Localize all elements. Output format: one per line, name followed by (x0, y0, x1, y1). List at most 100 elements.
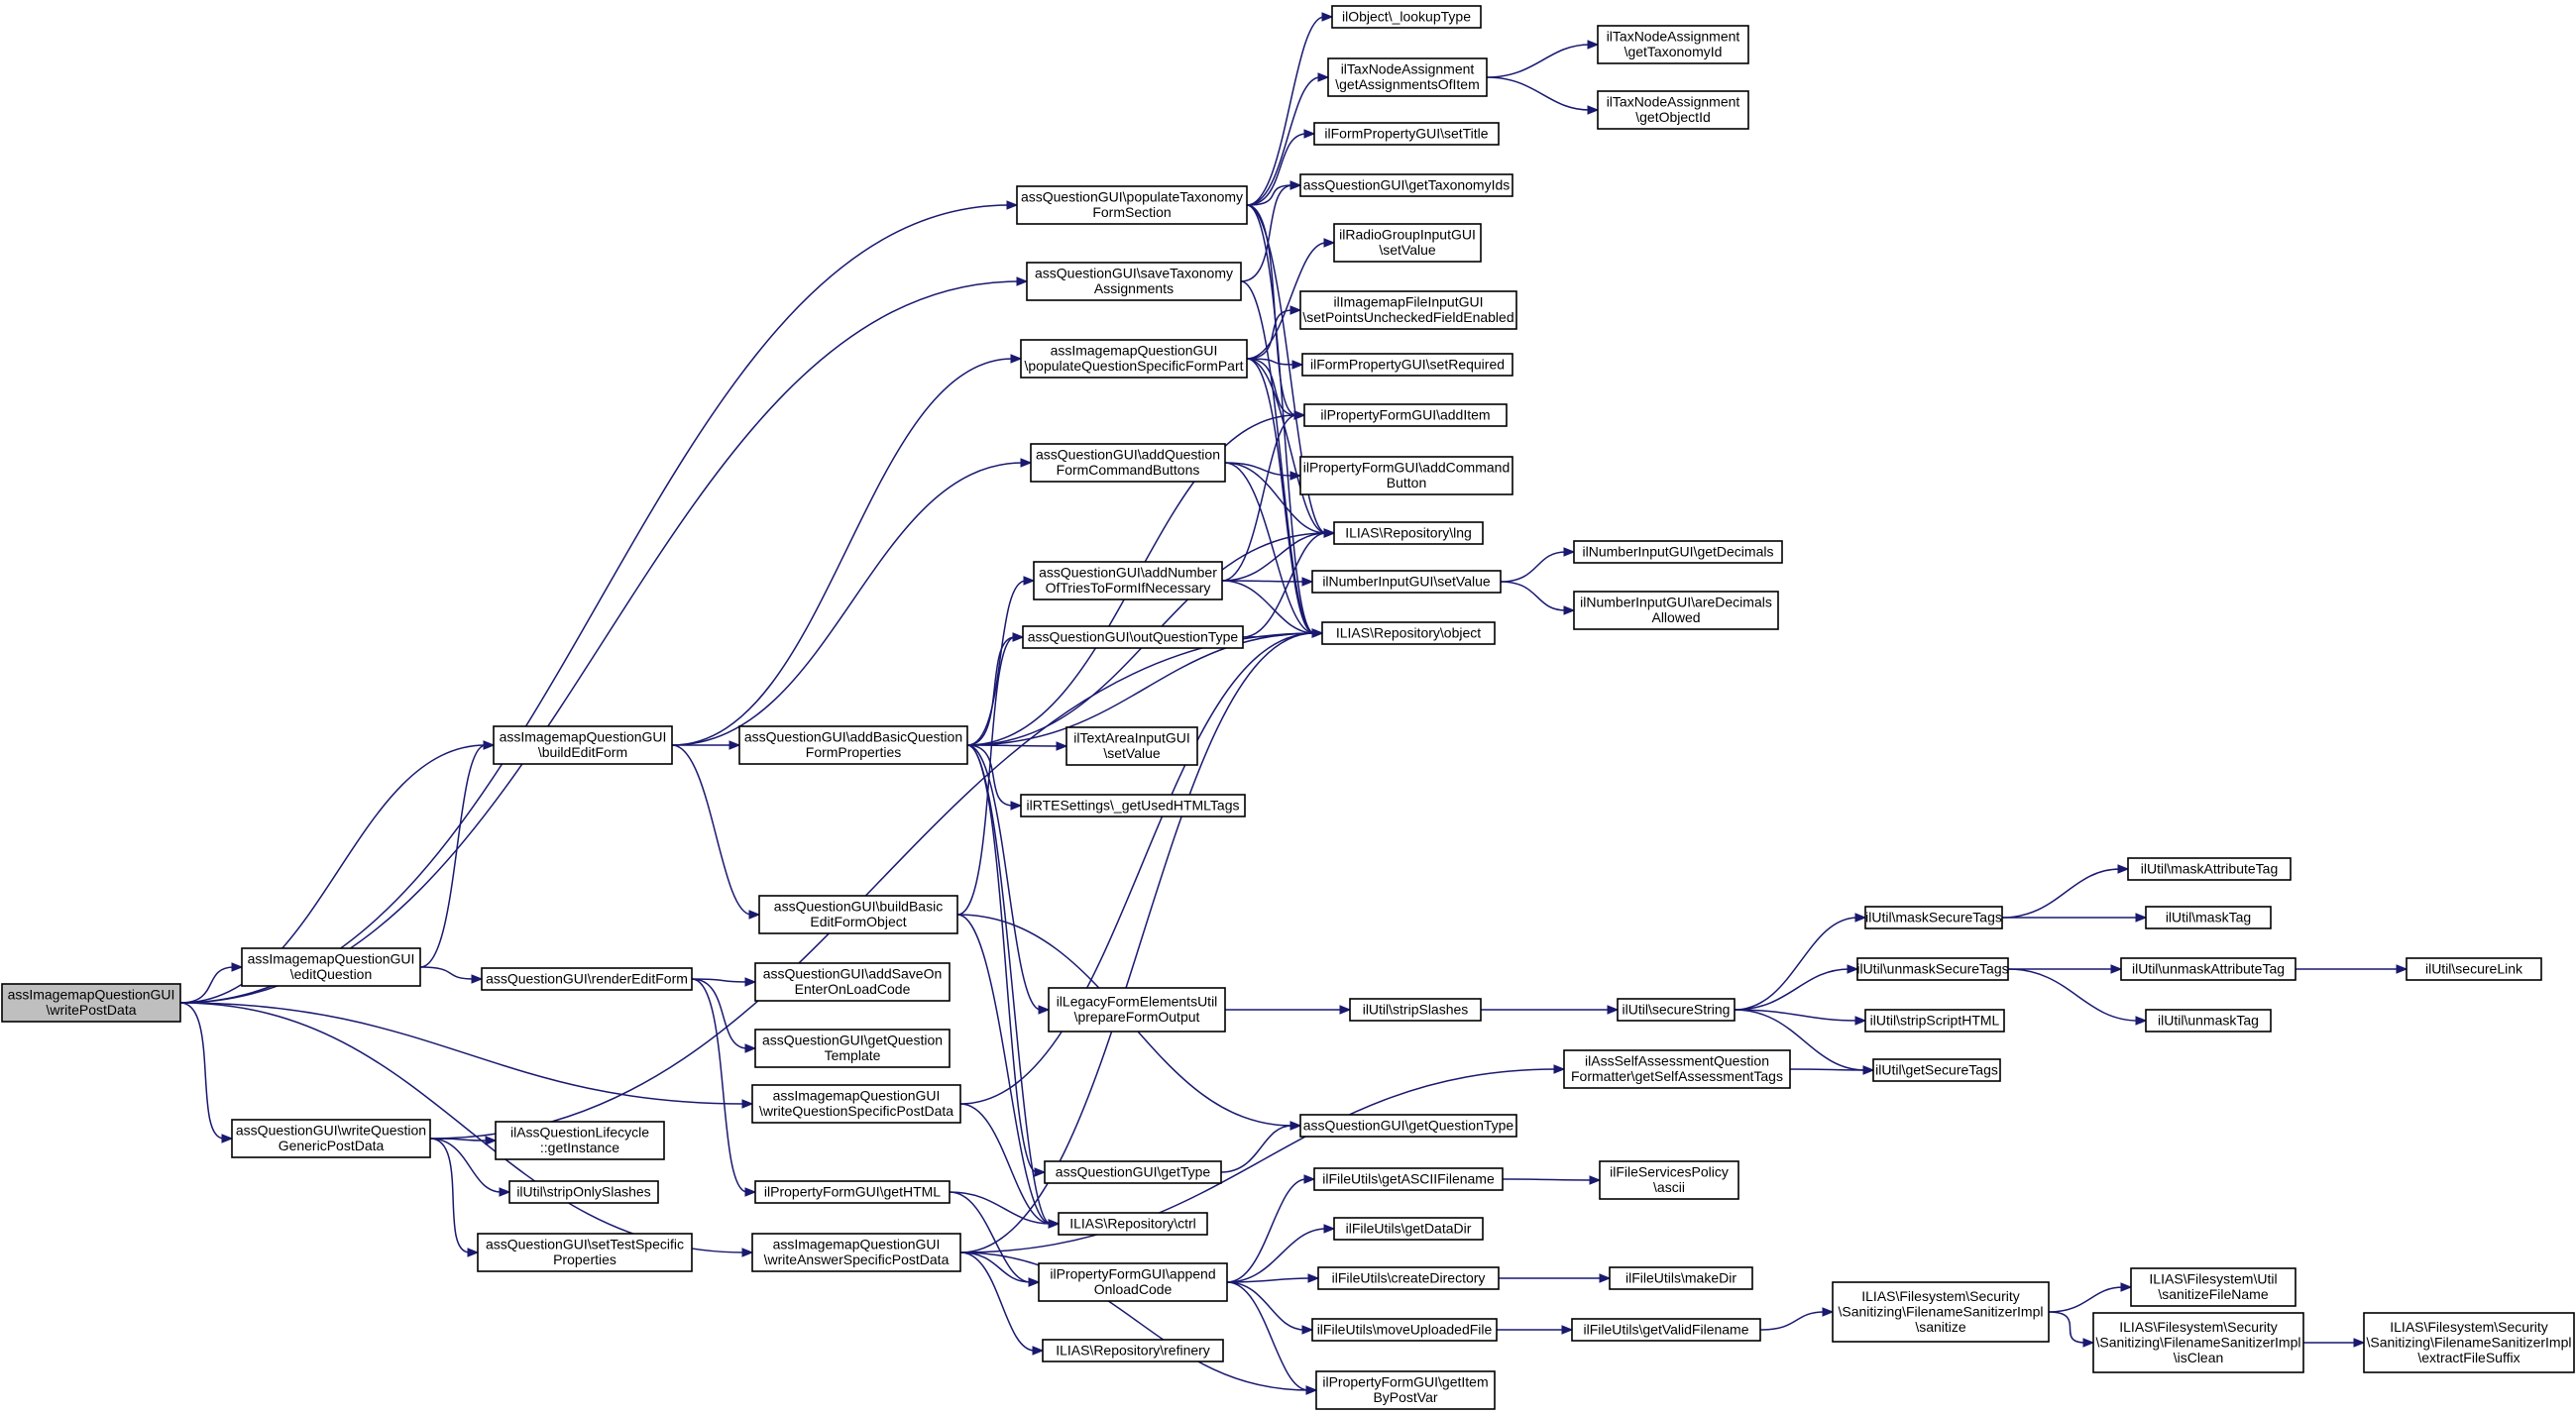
graph-node-editQuestion[interactable]: assImagemapQuestionGUI\editQuestion (241, 947, 421, 987)
node-label: assQuestionGUI\getQuestionType (1303, 1117, 1514, 1133)
graph-node-taxNodeAssign[interactable]: ilTaxNodeAssignment\getAssignmentsOfItem (1327, 57, 1488, 97)
node-box (1331, 5, 1482, 29)
graph-node-secureString[interactable]: ilUtil\secureString (1617, 998, 1736, 1022)
graph-node-writeQGeneric[interactable]: assQuestionGUI\writeQuestionGenericPostD… (231, 1119, 431, 1158)
graph-node-sanitizeFileName[interactable]: ILIAS\Filesystem\Util\sanitizeFileName (2130, 1267, 2296, 1307)
node-box (1333, 521, 1484, 545)
graph-node-maskTag[interactable]: ilUtil\maskTag (2145, 906, 2272, 929)
graph-node-getASCIIFilename[interactable]: ilFileUtils\getASCIIFilename (1313, 1167, 1504, 1191)
graph-node-getTaxonomyId[interactable]: ilTaxNodeAssignment\getTaxonomyId (1597, 25, 1749, 64)
node-label: ilFileUtils\makeDir (1625, 1269, 1736, 1285)
graph-node-textAreaSetValue[interactable]: ilTextAreaInputGUI\setValue (1065, 726, 1198, 766)
graph-node-getDecimals[interactable]: ilNumberInputGUI\getDecimals (1573, 540, 1783, 564)
graph-node-writeQSpecific[interactable]: assImagemapQuestionGUI\writeQuestionSpec… (751, 1084, 961, 1124)
graph-node-extractFileSuffix[interactable]: ILIAS\Filesystem\Security\Sanitizing\Fil… (2363, 1312, 2575, 1373)
graph-node-getQuestionType[interactable]: assQuestionGUI\getQuestionType (1299, 1114, 1517, 1138)
graph-node-lng[interactable]: ILIAS\Repository\lng (1333, 521, 1484, 545)
graph-node-populateTaxonomy[interactable]: assQuestionGUI\populateTaxonomyFormSecti… (1016, 185, 1248, 225)
node-box (1020, 339, 1248, 379)
call-edge (419, 740, 496, 968)
graph-node-addBasicProps[interactable]: assQuestionGUI\addBasicQuestionFormPrope… (738, 725, 968, 765)
node-label: \extractFileSuffix (2417, 1350, 2520, 1365)
graph-node-populateQSpecific[interactable]: assImagemapQuestionGUI\populateQuestionS… (1020, 339, 1248, 379)
graph-node-renderEditForm[interactable]: assQuestionGUI\renderEditForm (481, 967, 693, 991)
graph-node-outQuestionType[interactable]: assQuestionGUI\outQuestionType (1022, 625, 1244, 649)
graph-node-getSecureTags[interactable]: ilUtil\getSecureTags (1872, 1058, 2001, 1082)
graph-node-maskSecureTags[interactable]: ilUtil\maskSecureTags (1864, 906, 2003, 929)
graph-node-usedHTMLTags[interactable]: ilRTESettings\_getUsedHTMLTags (1020, 794, 1246, 817)
graph-node-unmaskTag[interactable]: ilUtil\unmaskTag (2145, 1009, 2272, 1033)
graph-node-radioSetValue[interactable]: ilRadioGroupInputGUI\setValue (1333, 223, 1482, 263)
graph-node-setTitle[interactable]: ilFormPropertyGUI\setTitle (1313, 122, 1500, 146)
graph-node-unmaskSecureTags[interactable]: ilUtil\unmaskSecureTags (1856, 957, 2009, 981)
graph-node-refinery[interactable]: ILIAS\Repository\refinery (1042, 1339, 1224, 1362)
node-label: \getAssignmentsOfItem (1335, 76, 1480, 92)
node-label: assQuestionGUI\outQuestionType (1028, 628, 1239, 644)
graph-node-getObjectId[interactable]: ilTaxNodeAssignment\getObjectId (1597, 90, 1749, 130)
call-edge (1486, 40, 1600, 78)
graph-node-getDataDir[interactable]: ilFileUtils\getDataDir (1333, 1217, 1484, 1241)
node-box (1872, 1058, 2001, 1082)
node-label: assImagemapQuestionGUI (248, 951, 415, 967)
graph-node-ascii[interactable]: ilFileServicesPolicy\ascii (1599, 1160, 1739, 1200)
graph-node-stripOnlySlashes[interactable]: ilUtil\stripOnlySlashes (508, 1180, 659, 1204)
node-box (754, 962, 951, 1002)
node-box (1571, 1318, 1761, 1342)
graph-node-lookupType[interactable]: ilObject\_lookupType (1331, 5, 1482, 29)
graph-node-maskAttributeTag[interactable]: ilUtil\maskAttributeTag (2127, 857, 2292, 881)
graph-node-getHTML[interactable]: ilPropertyFormGUI\getHTML (754, 1180, 951, 1204)
node-box (1026, 262, 1242, 301)
graph-node-imagemapFileInput[interactable]: ilImagemapFileInputGUI\setPointsUnchecke… (1299, 290, 1517, 330)
node-label: \sanitize (1915, 1319, 1966, 1335)
graph-node-setRequired[interactable]: ilFormPropertyGUI\setRequired (1301, 353, 1513, 377)
graph-node-getTaxonomyIds[interactable]: assQuestionGUI\getTaxonomyIds (1299, 173, 1513, 197)
graph-node-addCmdButtons[interactable]: assQuestionGUI\addQuestionFormCommandBut… (1030, 443, 1226, 483)
graph-node-makeDir[interactable]: ilFileUtils\makeDir (1609, 1266, 1753, 1290)
graph-node-moveUploaded[interactable]: ilFileUtils\moveUploadedFile (1311, 1318, 1498, 1342)
graph-node-legacyForm[interactable]: ilLegacyFormElementsUtil\prepareFormOutp… (1048, 987, 1226, 1033)
node-box (1020, 794, 1246, 817)
graph-node-addItem[interactable]: ilPropertyFormGUI\addItem (1303, 403, 1508, 427)
graph-node-selfAssessFormatter[interactable]: ilAssSelfAssessmentQuestionFormatter\get… (1563, 1049, 1791, 1089)
graph-node-root[interactable]: assImagemapQuestionGUI\writePostData (1, 983, 181, 1023)
graph-node-numSetValue[interactable]: ilNumberInputGUI\setValue (1311, 570, 1502, 594)
graph-node-object[interactable]: ILIAS\Repository\object (1321, 621, 1496, 645)
call-edge (1240, 180, 1302, 282)
graph-node-addNumberTries[interactable]: assQuestionGUI\addNumberOfTriesToFormIfN… (1033, 561, 1223, 600)
graph-node-unmaskAttributeTag[interactable]: ilUtil\unmaskAttributeTag (2120, 957, 2296, 981)
graph-node-getType[interactable]: assQuestionGUI\getType (1044, 1160, 1222, 1184)
graph-node-stripScriptHTML[interactable]: ilUtil\stripScriptHTML (1864, 1009, 2005, 1033)
node-label: \populateQuestionSpecificFormPart (1025, 358, 1244, 374)
graph-node-getValidFilename[interactable]: ilFileUtils\getValidFilename (1571, 1318, 1761, 1342)
node-label: ilTaxNodeAssignment (1607, 94, 1740, 110)
graph-node-isClean[interactable]: ILIAS\Filesystem\Security\Sanitizing\Fil… (2092, 1312, 2304, 1373)
call-edge (959, 1251, 1045, 1356)
graph-node-ctrl[interactable]: ILIAS\Repository\ctrl (1058, 1212, 1208, 1236)
node-box (2092, 1312, 2304, 1373)
call-edge (179, 276, 1029, 1004)
graph-node-buildEditForm[interactable]: assImagemapQuestionGUI\buildEditForm (493, 725, 673, 765)
graph-node-createDirectory[interactable]: ilFileUtils\createDirectory (1317, 1266, 1500, 1290)
node-label: ilTaxNodeAssignment (1341, 61, 1475, 77)
node-label: ILIAS\Repository\ctrl (1069, 1215, 1196, 1231)
node-label: assImagemapQuestionGUI (8, 987, 175, 1003)
graph-node-stripSlashes[interactable]: ilUtil\stripSlashes (1349, 998, 1482, 1022)
node-label: ilUtil\getSecureTags (1875, 1061, 1998, 1077)
graph-node-sanitize[interactable]: ILIAS\Filesystem\Security\Sanitizing\Fil… (1832, 1281, 2050, 1343)
graph-node-secureLink[interactable]: ilUtil\secureLink (2406, 957, 2542, 981)
node-box (1573, 540, 1783, 564)
graph-node-writeAnsSpecific[interactable]: assImagemapQuestionGUI\writeAnswerSpecif… (751, 1233, 961, 1272)
node-label: ILIAS\Repository\lng (1345, 524, 1472, 540)
call-edge (691, 978, 757, 1053)
node-label: FormProperties (806, 744, 901, 760)
graph-node-lifecycle[interactable]: ilAssQuestionLifecycle::getInstance (495, 1121, 665, 1160)
